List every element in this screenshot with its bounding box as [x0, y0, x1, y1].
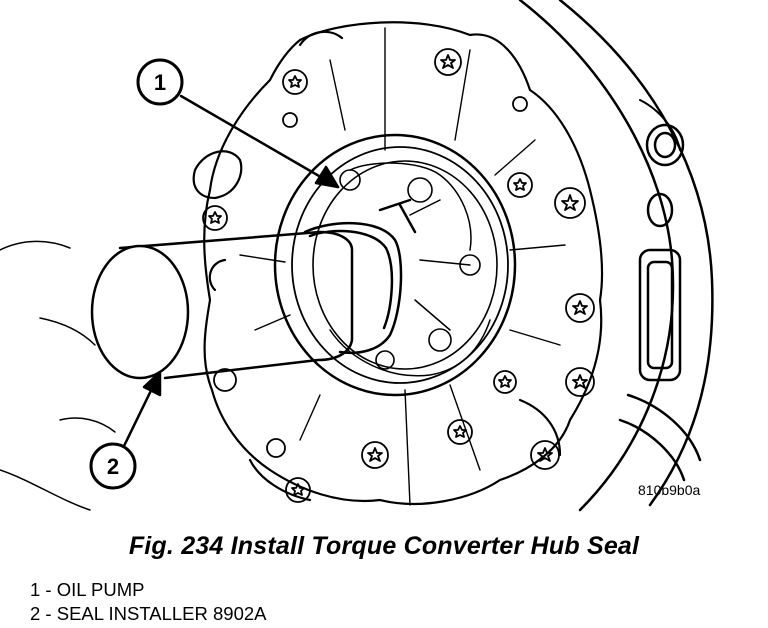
image-code: 810b9b0a [638, 482, 701, 498]
legend-item-oil-pump: 1 - OIL PUMP [30, 579, 145, 600]
pump-bolts [202, 48, 595, 503]
svg-text:1: 1 [154, 70, 166, 95]
legend: 1 - OIL PUMP 2 - SEAL INSTALLER 8902A [30, 578, 267, 626]
callout-leaders [122, 94, 340, 448]
oil-pump-face [273, 133, 517, 397]
legend-item-seal-installer: 2 - SEAL INSTALLER 8902A [30, 603, 267, 624]
pump-ribs [239, 27, 566, 506]
oil-pump-seal-illustration: 1 2 [0, 0, 714, 512]
figure-caption: Fig. 234 Install Torque Converter Hub Se… [128, 532, 640, 560]
callout-1: 1 [136, 58, 184, 106]
transmission-housing [518, 0, 714, 512]
svg-text:2: 2 [107, 454, 119, 479]
oil-pump-body [192, 21, 604, 506]
hand-outline [0, 240, 116, 511]
seal-installer-tool [90, 198, 417, 380]
callout-2: 2 [89, 442, 137, 490]
